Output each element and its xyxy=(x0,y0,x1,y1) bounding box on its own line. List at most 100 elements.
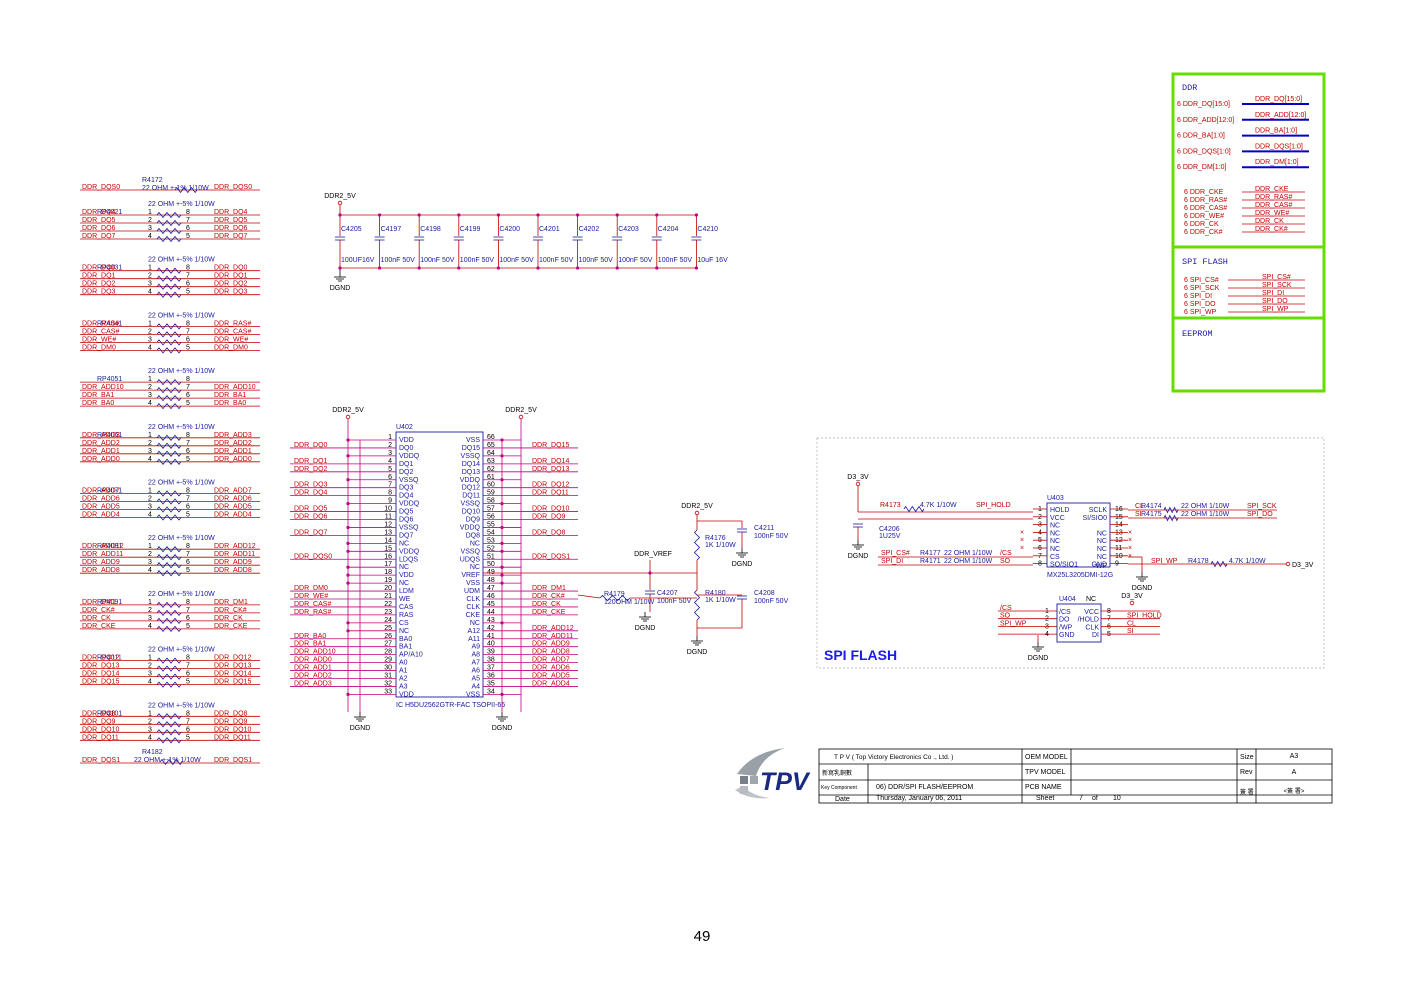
pack-resistor xyxy=(156,737,182,744)
pin-number: 5 xyxy=(388,466,392,473)
pin-name: DQ7 xyxy=(399,532,414,539)
pack-left-net: DDR_DM1 xyxy=(82,599,116,606)
pin-name: DQ14 xyxy=(462,461,480,468)
pin-number: 32 xyxy=(384,680,392,687)
logo-swoosh xyxy=(737,748,785,776)
u403-pin-number: 8 xyxy=(1038,561,1042,568)
pack-right-net: DDR_DQ15 xyxy=(214,679,251,686)
cap-value: 100nF 50V xyxy=(579,257,614,264)
pack-right-net: DDR_ADD3 xyxy=(214,432,252,439)
pack-ref: RP4061 xyxy=(97,432,122,439)
pin-name: NC xyxy=(470,540,480,547)
u404-pin-name: VCC xyxy=(1084,609,1099,616)
pack-ref: RP4081 xyxy=(97,543,122,550)
pack-resistor xyxy=(156,601,182,609)
c4208-ref: C4208 xyxy=(754,590,775,597)
page-number: 49 xyxy=(694,928,711,945)
pin-number: 52 xyxy=(487,545,495,552)
resistor-pack: 22 OHM +-5% 1/10WRP4041DDR_RAS#DDR_RAS#1… xyxy=(80,312,260,354)
ddr-ctrl-out: DDR_CK# xyxy=(1255,226,1288,233)
pin-number: 15 xyxy=(384,545,392,552)
u404-left-net: /CS xyxy=(1000,605,1012,612)
u404-pin-name: /CS xyxy=(1059,609,1071,616)
pack-pin: 6 xyxy=(186,726,190,733)
pin-net: DDR_ADD1 xyxy=(294,665,332,672)
pin-number: 40 xyxy=(487,641,495,648)
u403-pin-name: SCLK xyxy=(1089,507,1108,514)
u402-ref: U402 xyxy=(396,424,413,431)
ddr-bus-out: DDR_DQS[1:0] xyxy=(1255,143,1303,150)
spi-port-out: SPI_SCK xyxy=(1262,282,1292,289)
pack-pin: 3 xyxy=(148,225,152,232)
ddr-bus-out: DDR_BA[1:0] xyxy=(1255,128,1297,135)
ground-label: DGND xyxy=(848,553,869,560)
junction-dot xyxy=(500,581,504,585)
ddr-bus-in: 6 DDR_DQS[1:0] xyxy=(1177,148,1231,155)
pack-left-net: DDR_DQ6 xyxy=(82,225,116,232)
pack-left-net: DDR_ADD5 xyxy=(82,504,120,511)
u403-pin-name: HOLD xyxy=(1050,507,1069,514)
pack-right-net: DDR_DQ0 xyxy=(214,265,248,272)
pin-net: DDR_DQ12 xyxy=(532,482,569,489)
pack-left-net: DDR_ADD9 xyxy=(82,559,120,566)
pack-resistor xyxy=(156,625,182,633)
junction-dot xyxy=(346,502,350,506)
power-port xyxy=(1285,561,1291,567)
pack-left-net: DDR_DQ3 xyxy=(82,289,116,296)
pack-right-net: DDR_DQ9 xyxy=(214,718,248,725)
pin-name: LDQS xyxy=(399,556,418,563)
title-row2-label: 新寫乳銅數 xyxy=(822,769,852,777)
pack-pin: 3 xyxy=(148,504,152,511)
pack-pin: 7 xyxy=(186,217,190,224)
pack-right-net: DDR_ADD5 xyxy=(214,504,252,511)
ground-label: DGND xyxy=(330,285,351,292)
u404-pin-number: 8 xyxy=(1107,608,1111,615)
pin-net: DDR_DQ13 xyxy=(532,466,569,473)
ddr-bus-in: 6 DDR_DM[1:0] xyxy=(1177,164,1226,171)
pin-number: 39 xyxy=(487,649,495,656)
u403-pin-name: SO/SIO1 xyxy=(1050,562,1078,569)
junction-dot xyxy=(457,213,461,217)
pack-right-net: DDR_DQ1 xyxy=(214,273,248,280)
cap-value: 100nF 50V xyxy=(420,257,455,264)
no-connect-mark: × xyxy=(1128,545,1132,552)
pack-pin: 4 xyxy=(148,567,152,574)
pack-left-net: DDR_DQ5 xyxy=(82,217,116,224)
ddr-ctrl-out: DDR_CK xyxy=(1255,218,1284,225)
pin-number: 66 xyxy=(487,434,495,441)
no-connect-mark: × xyxy=(1020,529,1024,536)
u403-pin-number: 7 xyxy=(1038,553,1042,560)
pack-pin: 6 xyxy=(186,336,190,343)
pack-pin: 8 xyxy=(186,320,190,327)
pin-name: VSSQ xyxy=(461,501,481,508)
junction-dot xyxy=(500,438,504,442)
pin-name: VDDQ xyxy=(460,524,481,531)
pack-right-net: DDR_ADD12 xyxy=(214,543,256,550)
pin-number: 16 xyxy=(384,553,392,560)
pack-right-net: DDR_DQ7 xyxy=(214,233,248,240)
pin-name: CAS xyxy=(399,604,414,611)
c4211-value: 100nF 50V xyxy=(754,533,789,540)
junction-dot xyxy=(536,213,540,217)
pin-name: CKE xyxy=(466,612,481,619)
u403-pin-name: NC xyxy=(1050,530,1060,537)
pin-number: 27 xyxy=(384,641,392,648)
cap-ref: C4198 xyxy=(420,226,441,233)
cap-value: 100nF 50V xyxy=(618,257,653,264)
ddr-bus-in: 6 DDR_DQ[15:0] xyxy=(1177,101,1230,108)
junction-dot xyxy=(500,565,504,569)
pack-left-net: DDR_DM0 xyxy=(82,344,116,351)
pin-number: 11 xyxy=(385,514,392,521)
pin-net: DDR_DQ2 xyxy=(294,466,328,473)
ddr-ctrl-in: 6 DDR_RAS# xyxy=(1184,197,1227,204)
junction-dot xyxy=(500,478,504,482)
junction-dot xyxy=(346,454,350,458)
